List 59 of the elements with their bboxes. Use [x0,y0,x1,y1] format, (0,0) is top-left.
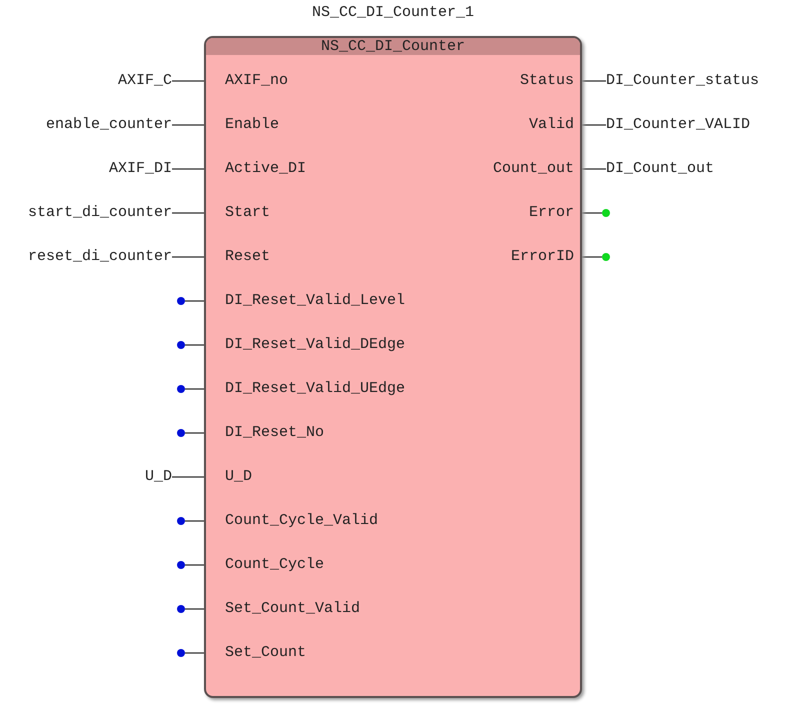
wire [172,476,206,478]
input-variable: start_di_counter [28,203,172,223]
input-pin-label: DI_Reset_Valid_DEdge [206,335,406,355]
input-pin-label: Enable [206,115,280,135]
wire [172,124,206,126]
wire [580,124,606,126]
wire [580,256,602,258]
input-pin-label: Reset [206,247,270,267]
input-variable: AXIF_C [118,71,172,91]
unconnected-pin-dot [177,385,185,393]
output-pin-label: Error [528,203,580,223]
output-variable: DI_Counter_status [606,71,760,91]
wire [185,608,206,610]
instance-name: NS_CC_DI_Counter_1 [310,4,476,21]
input-pin-label: DI_Reset_Valid_Level [206,291,406,311]
output-pin-label: Count_out [492,159,580,179]
wire [172,80,206,82]
wire [172,256,206,258]
unconnected-pin-dot [602,209,610,217]
output-variable: DI_Counter_VALID [606,115,750,135]
unconnected-pin-dot [177,429,185,437]
input-pin-label: DI_Reset_No [206,423,324,443]
wire [185,520,206,522]
input-variable: reset_di_counter [28,247,172,267]
wire [185,432,206,434]
output-variable: DI_Count_out [606,159,714,179]
wire [172,212,206,214]
wire [185,300,206,302]
unconnected-pin-dot [177,341,185,349]
input-pin-label: Active_DI [206,159,306,179]
unconnected-pin-dot [177,605,185,613]
wire [172,168,206,170]
wire [580,212,602,214]
unconnected-pin-dot [177,517,185,525]
wire [185,344,206,346]
input-pin-label: U_D [206,467,252,487]
input-pin-label: Set_Count_Valid [206,599,360,619]
block-type-header: NS_CC_DI_Counter [206,38,580,55]
input-variable: enable_counter [46,115,172,135]
output-pin-label: Valid [528,115,580,135]
unconnected-pin-dot [602,253,610,261]
input-variable: AXIF_DI [108,159,172,179]
wire [580,80,606,82]
unconnected-pin-dot [177,297,185,305]
input-pin-label: Start [206,203,270,223]
input-pin-label: Count_Cycle_Valid [206,511,378,531]
input-pin-label: AXIF_no [206,71,288,91]
output-pin-label: ErrorID [510,247,580,267]
unconnected-pin-dot [177,561,185,569]
wire [185,564,206,566]
input-pin-label: Set_Count [206,643,306,663]
input-variable: U_D [144,467,172,487]
wire [185,388,206,390]
output-pin-label: Status [520,71,580,91]
wire [185,652,206,654]
input-pin-label: DI_Reset_Valid_UEdge [206,379,406,399]
input-pin-label: Count_Cycle [206,555,324,575]
wire [580,168,606,170]
unconnected-pin-dot [177,649,185,657]
